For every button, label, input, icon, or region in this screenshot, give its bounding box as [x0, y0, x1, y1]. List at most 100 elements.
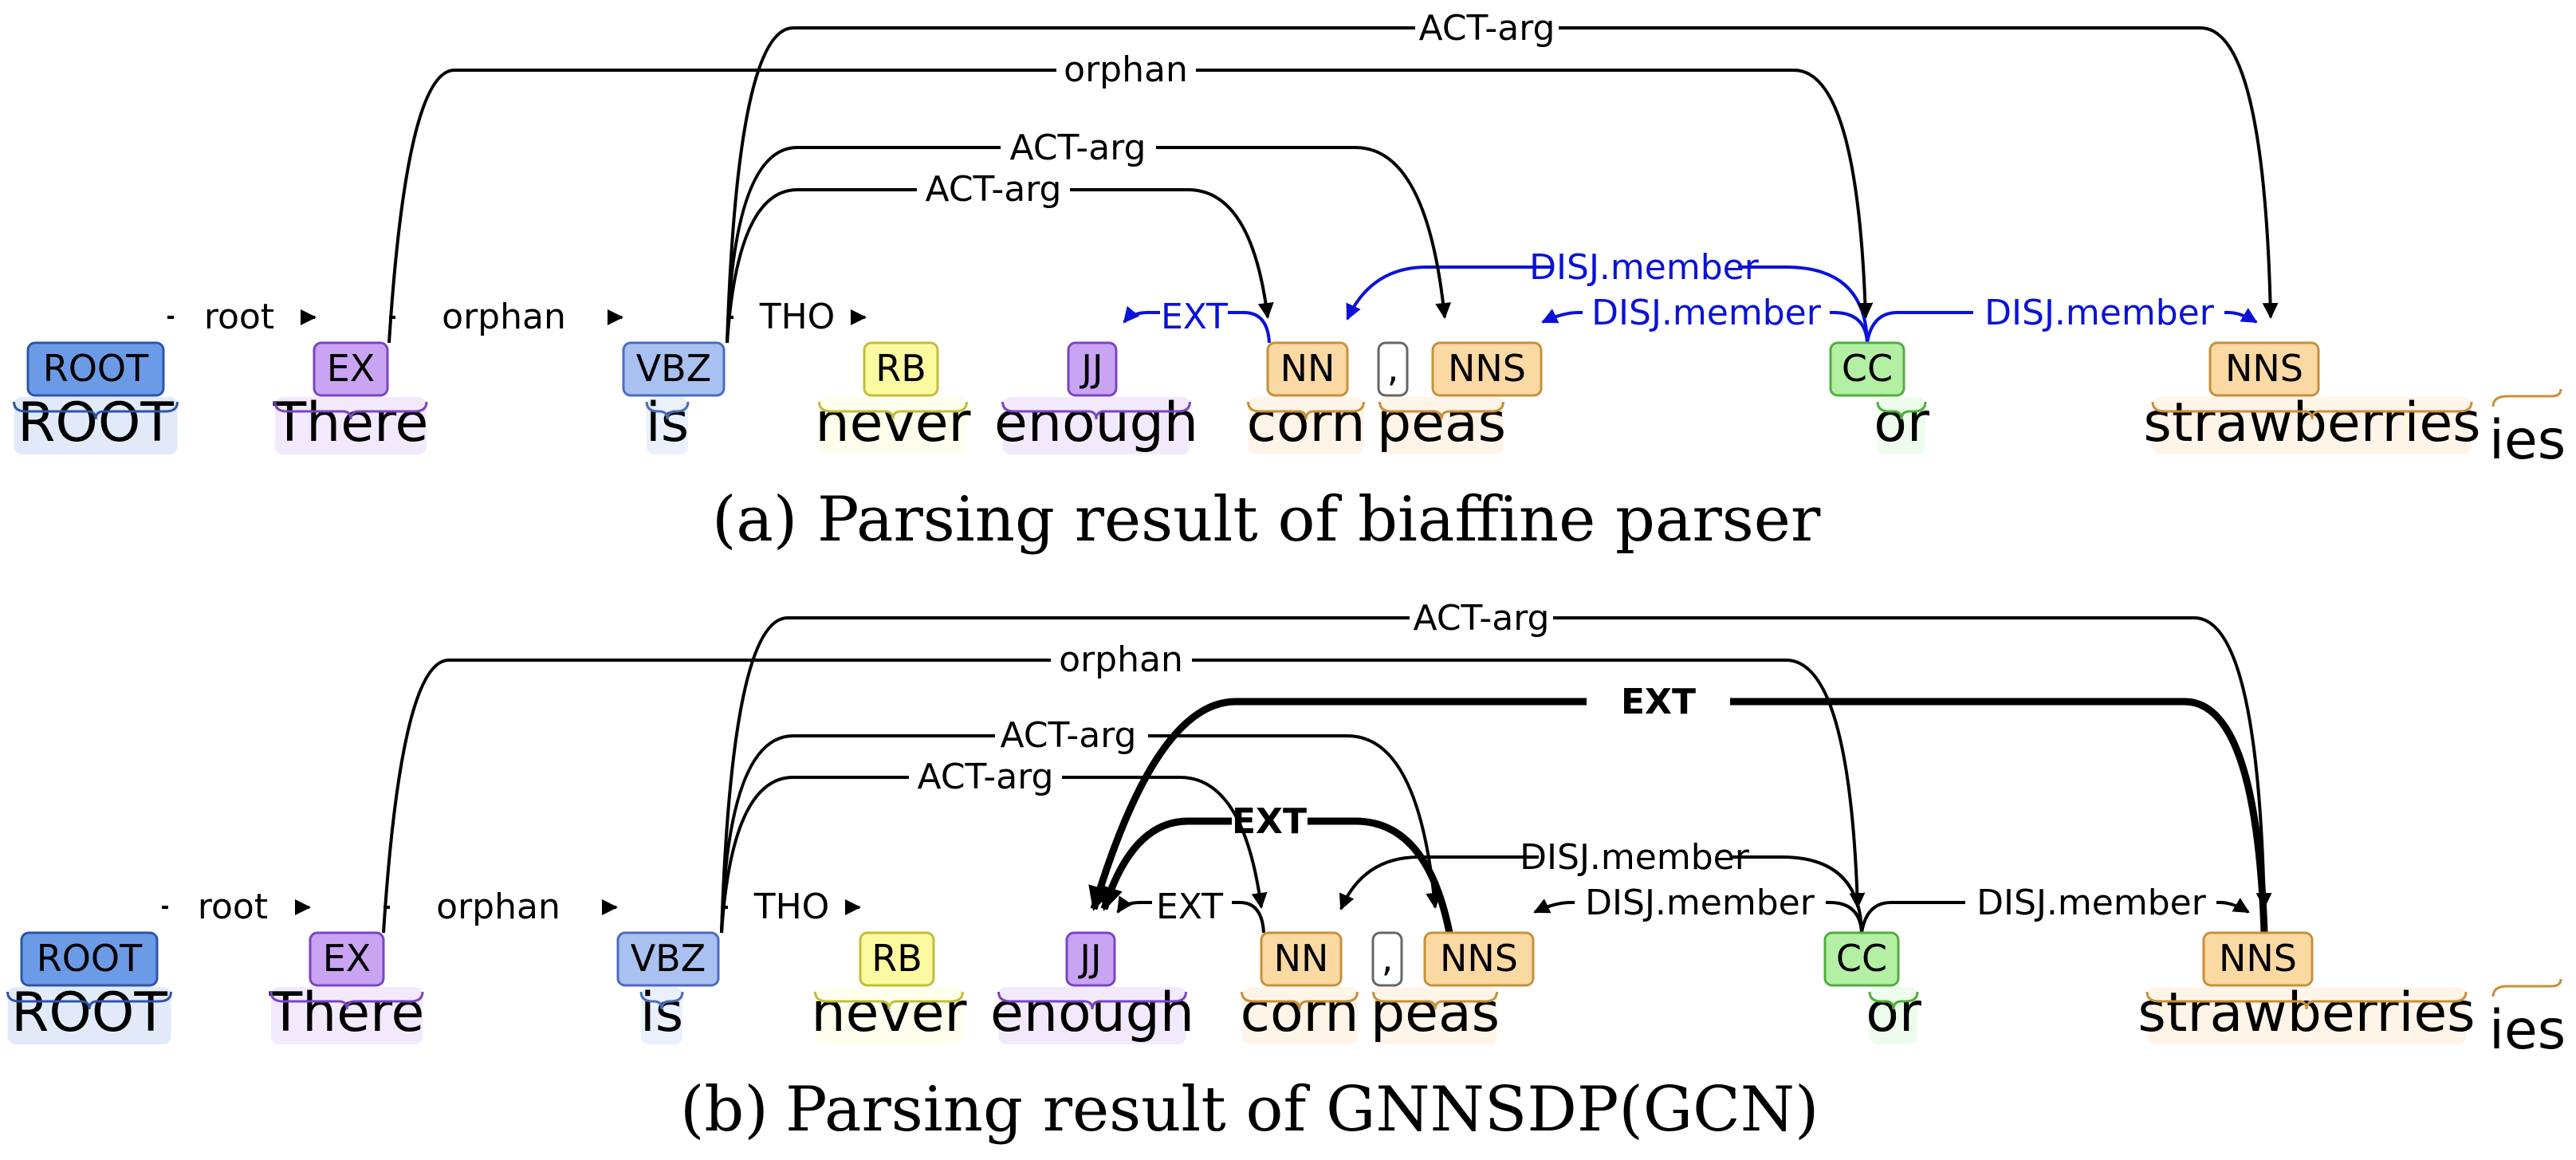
tag-label: NN [1274, 937, 1329, 980]
arc-act-arg: ACT-arg [726, 128, 1445, 344]
token-word: peas [1377, 391, 1506, 454]
arc-orphan: orphan [382, 639, 1858, 934]
caption-b: (b) Parsing result of GNNSDP(GCN) [680, 1074, 1819, 1146]
arc-label: DISJ.member [1529, 247, 1760, 288]
token-word: strawberries [2143, 391, 2480, 454]
arc-label: ACT-arg [918, 757, 1054, 797]
caption-text-a: Parsing result of biaffine parser [817, 484, 1821, 556]
tag-box [1371, 931, 1403, 987]
arc-act-arg: ACT-arg [726, 8, 2271, 344]
tag-box [1266, 341, 1349, 397]
token-word: There [273, 391, 429, 454]
arc-tho: THO [722, 887, 859, 927]
tag-label: ROOT [37, 937, 143, 980]
overflow-brace-a [2491, 388, 2562, 407]
tag-box [859, 931, 935, 987]
arc-label: EXT [1232, 801, 1307, 842]
arc-label: EXT [1161, 297, 1228, 337]
token-word: corn [1241, 981, 1359, 1044]
arc-label: DISJ.member [1976, 883, 2207, 923]
token-brace [2151, 401, 2473, 420]
tokens-b: ROOTROOTThereEXisVBZneverRBenoughJJcornN… [6, 931, 2476, 1044]
token-word: enough [990, 981, 1194, 1044]
tag-label: VBZ [631, 937, 706, 980]
arc-label: DISJ.member [1585, 883, 1815, 923]
token-brace [997, 991, 1187, 1010]
token-brace [1868, 991, 1919, 1010]
tag-label: CC [1836, 937, 1887, 980]
arc-label: ACT-arg [1001, 715, 1137, 756]
token-brace [269, 991, 424, 1010]
arc-orphan: orphan [387, 49, 1866, 344]
token-word: corn [1247, 391, 1366, 454]
token-word: is [646, 391, 689, 454]
arc-disj-member: DISJ.member [1860, 883, 2248, 934]
token-brace [818, 401, 968, 420]
tag-label: VBZ [636, 347, 712, 390]
token-brace [13, 401, 179, 420]
token-brace [2145, 991, 2468, 1010]
tag-box [622, 341, 726, 397]
token-brace [6, 991, 172, 1010]
arc-path [1094, 698, 2268, 933]
caption-a: (a) Parsing result of biaffine parser [712, 484, 1821, 556]
caption-text-b: Parsing result of GNNSDP(GCN) [785, 1074, 1819, 1146]
tag-label: NNS [2225, 347, 2303, 390]
token-brace [1378, 401, 1504, 420]
tag-label: , [1382, 937, 1394, 980]
arc-root: root [167, 297, 315, 337]
arc-act-arg: ACT-arg [726, 169, 1268, 344]
tag-box [1260, 931, 1343, 987]
tag-box [1829, 341, 1905, 397]
arc-label: orphan [436, 887, 560, 927]
tag-label: JJ [1079, 347, 1103, 390]
tag-box [2202, 931, 2314, 987]
tag-label: , [1387, 347, 1399, 390]
tag-label: NNS [1448, 347, 1526, 390]
arc-path [726, 26, 2271, 344]
tag-box [863, 341, 939, 397]
arc-tho: THO [727, 297, 865, 337]
token-brace [639, 991, 684, 1010]
tokens-a: ROOTROOTThereEXisVBZneverRBenoughJJcornN… [13, 341, 2481, 454]
token-word: ROOT [18, 391, 174, 454]
tag-box [2208, 341, 2320, 397]
arc-label: THO [753, 887, 830, 927]
token-word: never [816, 391, 971, 454]
tag-box [1377, 341, 1409, 397]
tag-label: EX [327, 347, 376, 390]
tag-box [616, 931, 720, 987]
caption-tag-a: (a) [712, 484, 797, 556]
token-word: ROOT [11, 981, 167, 1044]
token-word: strawberries [2137, 981, 2475, 1044]
caption-tag-b: (b) [680, 1074, 769, 1146]
token-word: or [1866, 981, 1921, 1044]
arc-disj-member: DISJ.member [1866, 293, 2256, 344]
tag-label: ROOT [43, 347, 149, 390]
arc-ext: EXT [1118, 887, 1265, 934]
tag-label: JJ [1077, 937, 1101, 980]
arc-label: ACT-arg [1419, 8, 1555, 49]
arc-disj-member: DISJ.member [1347, 247, 1869, 344]
token-brace [1241, 991, 1359, 1010]
tag-label: NNS [2219, 937, 2297, 980]
token-brace [1001, 401, 1191, 420]
tag-box [1067, 341, 1118, 397]
arc-label: THO [759, 297, 836, 337]
token-brace [645, 401, 690, 420]
arc-orphan: orphan [383, 887, 616, 927]
arc-label: ACT-arg [926, 169, 1062, 210]
tag-label: NNS [1440, 937, 1518, 980]
